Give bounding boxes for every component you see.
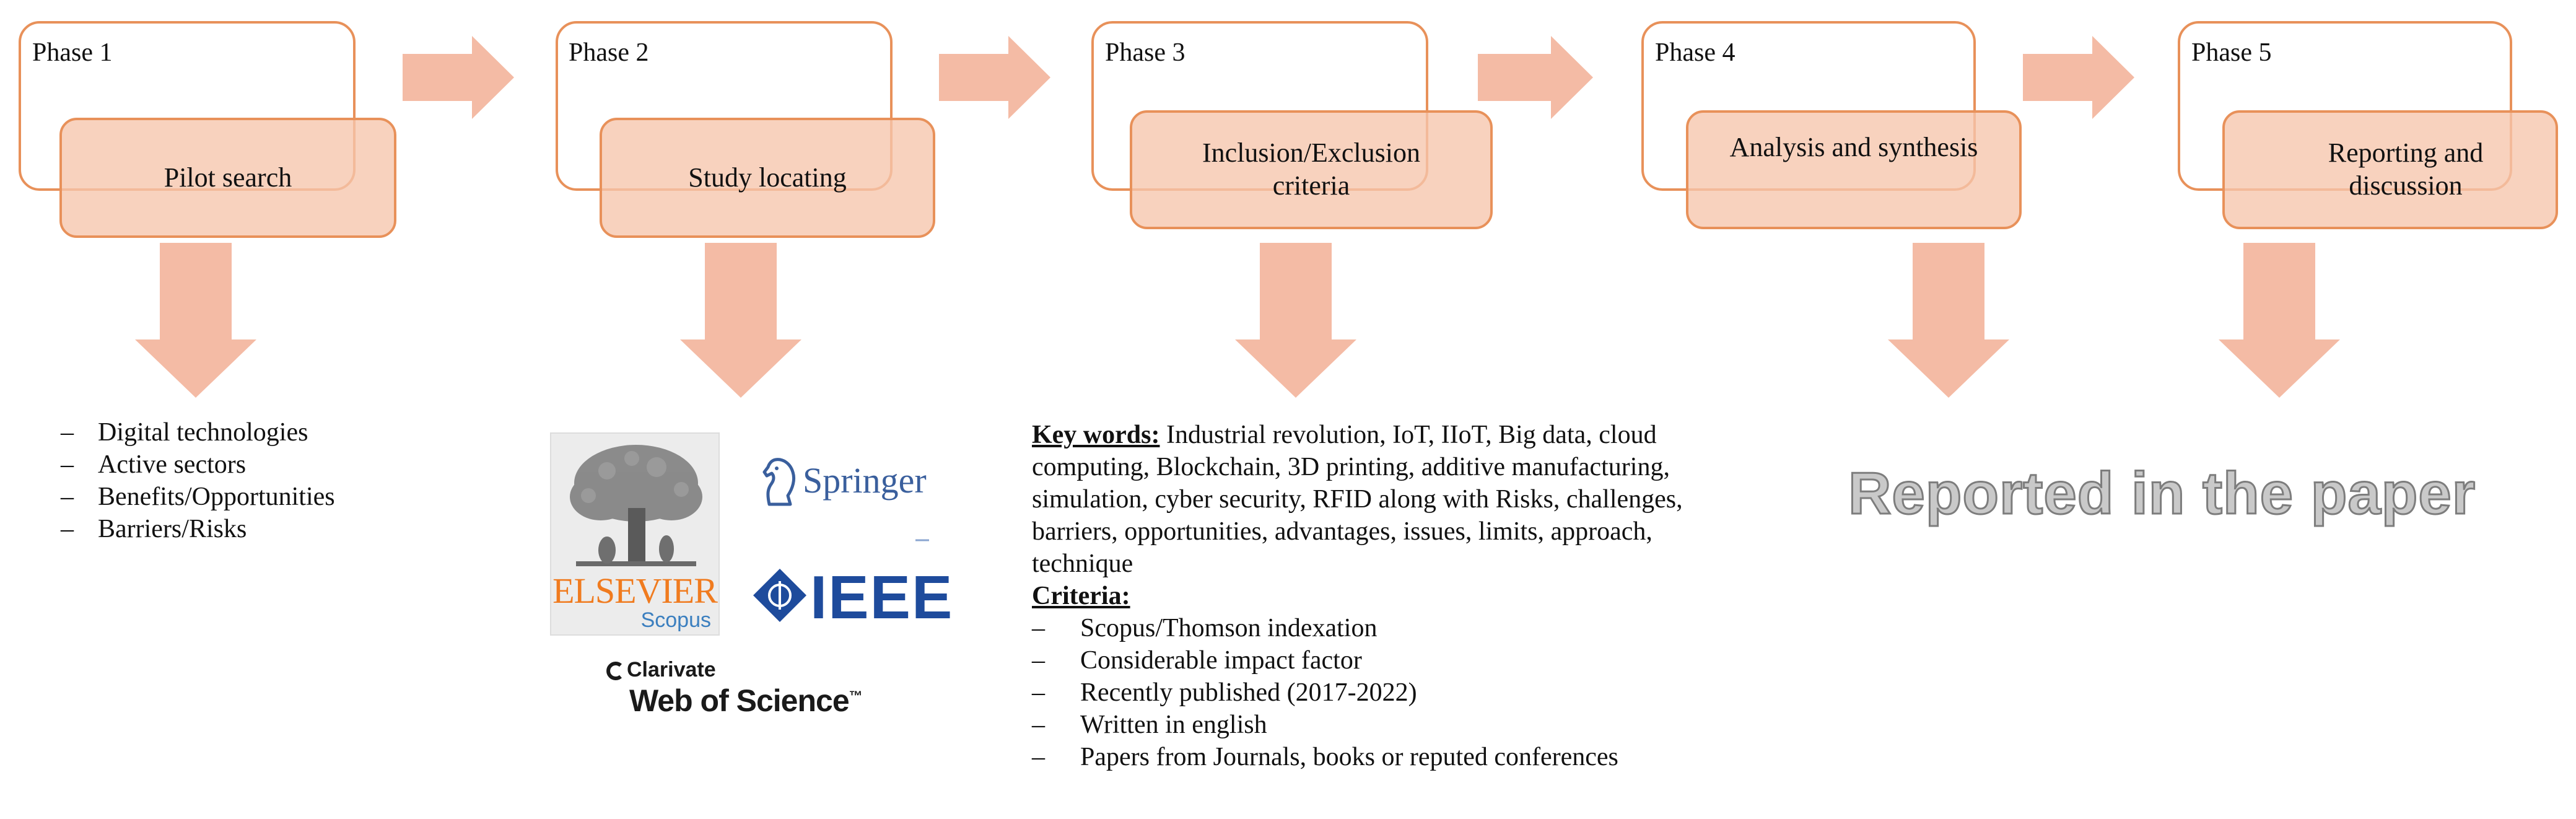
- trademark-mark: ™: [849, 688, 863, 704]
- dash-marker: –: [61, 515, 74, 543]
- dash-marker: –: [1032, 678, 1045, 707]
- dash-marker: –: [1032, 743, 1045, 771]
- list-item: –Digital technologies: [61, 416, 335, 449]
- ieee-wordmark: IEEE: [810, 563, 954, 631]
- dash-marker: –: [61, 483, 74, 511]
- phase-5-label: Phase 5: [2191, 38, 2272, 67]
- arrow-down-phase-1: [135, 243, 256, 398]
- criterion-text: Papers from Journals, books or reputed c…: [1080, 743, 1618, 771]
- web-of-science-wordmark: Web of Science™: [629, 683, 863, 719]
- topic-text: Digital technologies: [98, 418, 308, 447]
- criterion-text: Written in english: [1080, 711, 1267, 739]
- clarivate-mark-icon: [606, 662, 622, 680]
- phase-3-label: Phase 3: [1105, 38, 1185, 67]
- phase-1-label: Phase 1: [32, 38, 113, 67]
- dash-marker: –: [61, 418, 74, 447]
- dash-marker: –: [1032, 614, 1045, 642]
- criteria-label: Criteria:: [1032, 582, 1130, 610]
- ieee-logo: IEEE: [751, 561, 952, 631]
- criteria-list: – Scopus/Thomson indexation – Considerable…: [1032, 612, 1701, 773]
- keywords-text: Industrial revolution, IoT, IIoT, Big da…: [1032, 421, 1683, 578]
- phase-4-task: Analysis and synthesis: [1686, 110, 2022, 229]
- springer-knight-icon: [762, 458, 796, 506]
- arrow-down-phase-2: [680, 243, 801, 398]
- springer-logo: Springer: [761, 419, 937, 549]
- elsevier-scopus-logo: ELSEVIER Scopus: [550, 432, 720, 636]
- arrow-right-1-2: [403, 36, 514, 119]
- springer-underline-icon: [915, 539, 929, 541]
- criterion-text: Recently published (2017-2022): [1080, 678, 1417, 707]
- arrow-down-phase-4: [1888, 243, 2009, 398]
- arrow-right-2-3: [939, 36, 1050, 119]
- phase-5-task: Reporting and discussion: [2222, 110, 2558, 229]
- elsevier-wordmark: ELSEVIER: [552, 571, 718, 611]
- arrow-right-3-4: [1478, 36, 1593, 119]
- criterion-text: Considerable impact factor: [1080, 646, 1362, 675]
- list-item: –Active sectors: [61, 449, 335, 481]
- phase-2-label: Phase 2: [569, 38, 649, 67]
- springer-wordmark: Springer: [803, 460, 927, 501]
- keywords-paragraph: Key words: Industrial revolution, IoT, I…: [1032, 419, 1701, 580]
- phase-4-label: Phase 4: [1655, 38, 1736, 67]
- phase-2-task: Study locating: [600, 118, 935, 238]
- list-item: – Considerable impact factor: [1032, 644, 1701, 677]
- dash-marker: –: [1032, 646, 1045, 675]
- phase-3-task: Inclusion/Exclusion criteria: [1130, 110, 1493, 229]
- scopus-wordmark: Scopus: [640, 608, 711, 632]
- list-item: –Barriers/Risks: [61, 513, 335, 545]
- list-item: – Scopus/Thomson indexation: [1032, 612, 1701, 644]
- list-item: –Benefits/Opportunities: [61, 481, 335, 513]
- topic-text: Benefits/Opportunities: [98, 483, 335, 511]
- arrow-down-phase-3: [1235, 243, 1356, 398]
- dash-marker: –: [1032, 711, 1045, 739]
- arrow-down-phase-5: [2219, 243, 2340, 398]
- phase-3-criteria: Key words: Industrial revolution, IoT, I…: [1032, 419, 1701, 773]
- list-item: – Written in english: [1032, 709, 1701, 741]
- clarivate-wordmark: Clarivate: [627, 658, 716, 681]
- reported-in-paper-text: Reported in the paper: [1847, 460, 2476, 528]
- web-of-science-logo: Clarivate Web of Science™: [602, 657, 887, 725]
- phase-1-topics: –Digital technologies –Active sectors –B…: [61, 416, 335, 545]
- keywords-label: Key words:: [1032, 421, 1160, 449]
- topic-text: Barriers/Risks: [98, 515, 247, 543]
- elsevier-tree-icon: [570, 445, 702, 566]
- list-item: – Recently published (2017-2022): [1032, 677, 1701, 709]
- dash-marker: –: [61, 450, 74, 479]
- list-item: – Papers from Journals, books or reputed …: [1032, 741, 1638, 773]
- topic-text: Active sectors: [98, 450, 247, 479]
- phase-1-task: Pilot search: [59, 118, 396, 238]
- ieee-diamond-icon: [753, 569, 806, 622]
- web-of-science-text: Web of Science: [629, 683, 850, 718]
- criterion-text: Scopus/Thomson indexation: [1080, 614, 1378, 642]
- arrow-right-4-5: [2023, 36, 2134, 119]
